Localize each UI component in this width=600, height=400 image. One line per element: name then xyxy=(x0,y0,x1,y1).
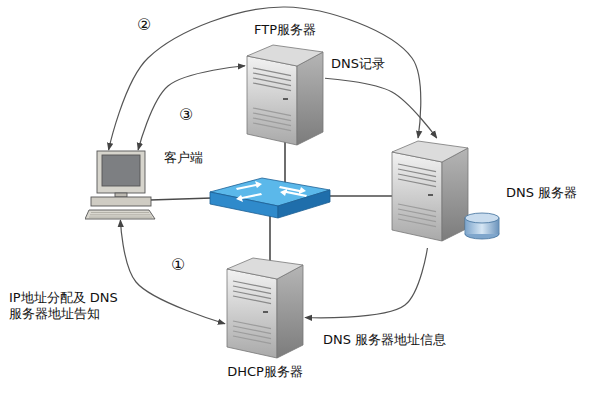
keyboard-row xyxy=(90,214,151,215)
flow-arrow xyxy=(305,248,427,318)
switch-arrow xyxy=(236,181,262,190)
ftp-server-node: FTP服务器 xyxy=(245,22,325,147)
pc-icon xyxy=(85,151,155,219)
wire xyxy=(150,198,212,200)
pc-illustration xyxy=(85,150,160,220)
connector-layer xyxy=(109,7,437,324)
callout-number: ③ xyxy=(178,106,194,124)
server-top xyxy=(392,141,468,162)
network-wires xyxy=(150,140,396,262)
flow-arrow xyxy=(109,7,421,150)
edge-label: DNS记录 xyxy=(330,56,386,72)
server-slot xyxy=(233,296,271,304)
switch-arrow xyxy=(280,189,307,197)
switch-front xyxy=(210,192,278,218)
edge-label: IP地址分配及 DNS服务器地址告知 xyxy=(8,290,124,322)
device-label: FTP服务器 xyxy=(254,22,316,38)
keyboard xyxy=(85,210,155,219)
dhcp-server-node: DHCP服务器 xyxy=(225,255,305,380)
callout-number: ② xyxy=(136,16,152,34)
flow-arrow xyxy=(325,78,437,138)
server-side xyxy=(442,148,468,241)
keyboard-row xyxy=(91,212,149,213)
server-top xyxy=(247,45,323,66)
server-slot xyxy=(398,179,436,187)
server-led xyxy=(428,194,433,196)
server-front xyxy=(392,152,442,241)
keyboard-row xyxy=(89,217,152,218)
client-node: 客户端 xyxy=(85,150,203,220)
wire xyxy=(269,214,271,262)
server-slot xyxy=(398,219,436,227)
device-label: 客户端 xyxy=(164,150,203,166)
server-front xyxy=(247,56,297,145)
disk-top xyxy=(465,213,499,223)
server-side xyxy=(297,52,323,145)
server-slot xyxy=(253,83,291,91)
server-illustration xyxy=(390,138,500,248)
edge-label: DNS 服务器地址信息 xyxy=(322,332,447,348)
dns-server-node: DNS 服务器 xyxy=(390,138,577,248)
wire xyxy=(284,140,286,184)
switch-side xyxy=(278,190,330,218)
switch-icon xyxy=(210,178,330,218)
device-label: DHCP服务器 xyxy=(227,364,303,380)
server-illustration xyxy=(225,255,305,360)
server-tower xyxy=(247,45,323,145)
flow-arrow xyxy=(120,220,225,324)
server-tower xyxy=(227,258,303,358)
server-led xyxy=(283,98,288,100)
server-slot xyxy=(233,336,271,344)
server-slot xyxy=(253,123,291,131)
switch-arrows xyxy=(236,181,307,202)
server-side xyxy=(277,265,303,358)
monitor-case xyxy=(97,151,145,193)
flow-arrow xyxy=(138,66,245,150)
device-label: DNS 服务器 xyxy=(506,185,577,201)
wire xyxy=(328,195,396,197)
server-tower xyxy=(392,141,468,241)
callout-number: ① xyxy=(170,256,186,274)
monitor-stand xyxy=(115,193,127,197)
pc-base xyxy=(91,197,151,206)
monitor-screen xyxy=(102,155,140,186)
database-disk xyxy=(465,213,499,239)
server-led xyxy=(263,311,268,313)
server-top xyxy=(227,258,303,279)
server-front xyxy=(227,269,277,358)
server-illustration xyxy=(245,42,325,147)
switch-arrow xyxy=(236,193,262,202)
